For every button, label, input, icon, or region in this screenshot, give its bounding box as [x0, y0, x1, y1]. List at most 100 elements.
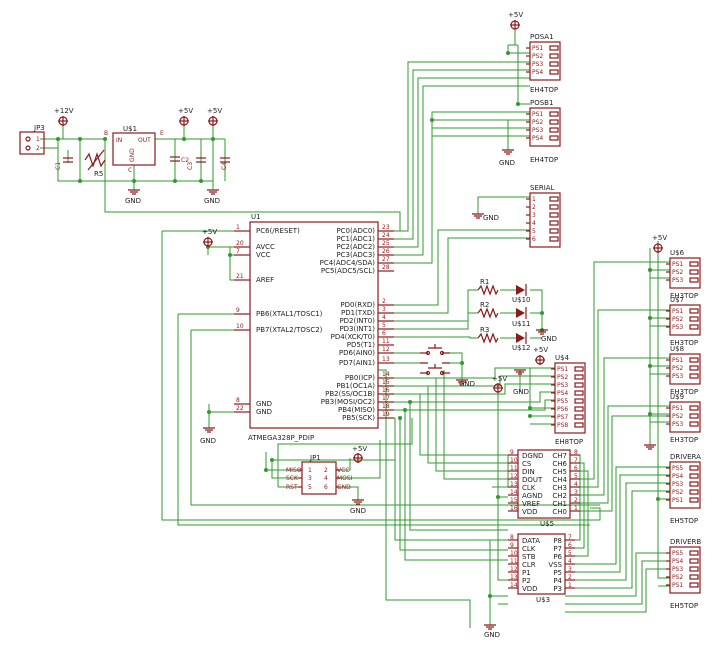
header-pin-label: PS4 [672, 473, 683, 480]
header-name: DRIVERA [670, 453, 701, 461]
svg-text:+5V: +5V [492, 375, 507, 383]
u1-pin-number: 6 [382, 330, 386, 337]
svg-text:GND: GND [204, 197, 220, 205]
u1-pin-label: GND [256, 408, 272, 416]
header-value: EH5TOP [670, 602, 698, 610]
header-pin [689, 261, 699, 267]
u5-pin-number: 8 [574, 449, 578, 456]
header-pin-label: 4 [532, 220, 536, 227]
header-value: EH3TOP [670, 292, 698, 300]
u5-pin-label: DIN [522, 468, 535, 476]
header-pin [689, 473, 699, 479]
u3-pin-number: 7 [568, 534, 572, 541]
u5-pin-label: CH5 [552, 468, 567, 476]
supply-5v-cap: +5V [207, 107, 222, 126]
header-pin [689, 365, 699, 371]
u3-pin-number: 5 [568, 550, 572, 557]
svg-text:C1: C1 [55, 162, 62, 170]
header-body [669, 546, 701, 594]
u5-pin-number: 6 [574, 465, 578, 472]
u1-pin-label: PC1(ADC1) [336, 235, 375, 243]
svg-text:GND: GND [200, 437, 216, 445]
jp1-pin-number: 1 [308, 467, 312, 474]
header-pin [689, 269, 699, 275]
header-pin-label: PS5 [557, 398, 568, 405]
header-body [554, 362, 586, 434]
svg-text:GND: GND [484, 631, 500, 639]
jp1-pin-number: 5 [308, 484, 312, 491]
u5-pin-label: CH3 [552, 484, 567, 492]
header-pin-label: PS6 [557, 406, 568, 413]
u3-pin-label: VDD [522, 585, 538, 593]
u1-pin-number: 10 [236, 323, 244, 330]
svg-text:GND: GND [459, 380, 475, 388]
header-pin-label: PS4 [557, 390, 568, 397]
header-pin [689, 405, 699, 411]
header-pin-label: PS3 [672, 277, 683, 284]
header-body [669, 353, 701, 385]
u1-pin-number: 23 [382, 224, 390, 231]
header-pin [549, 111, 559, 117]
u5-adc: U$5 DGND9CS10DIN11DOUT12CLK13AGND14VREF1… [508, 449, 580, 528]
svg-text:E: E [160, 130, 164, 137]
u5-pin-number: 12 [510, 473, 518, 480]
svg-text:U$10: U$10 [512, 296, 530, 304]
c4-capacitor: C4 [220, 157, 230, 170]
svg-text:GND: GND [125, 197, 141, 205]
header-value: EH4TOP [530, 86, 558, 94]
header-pin-label: PS2 [672, 489, 683, 496]
u3-pin-label: P2 [522, 577, 531, 585]
svg-text:2: 2 [36, 145, 40, 152]
header-body [669, 401, 701, 433]
jp1-pin-label: MISO [286, 467, 302, 474]
u1-pin-number: 3 [382, 306, 386, 313]
header-pin-label: PS4 [672, 558, 683, 565]
u3-pin-number: 12 [510, 566, 518, 573]
u3-pin-label: STB [522, 553, 536, 561]
header-pin-label: PS3 [672, 324, 683, 331]
header-pin [689, 277, 699, 283]
header-pin-label: PS1 [672, 405, 683, 412]
header-pin-label: PS3 [532, 127, 543, 134]
u1-pin-label: PB6(XTAL1/TOSC1) [256, 310, 323, 318]
header-pin [689, 465, 699, 471]
header-pin-label: 5 [532, 228, 536, 235]
u1-pin-label: PB3(MOSI/OC2) [321, 398, 375, 406]
u5-pin-label: CH2 [552, 492, 567, 500]
svg-text:+5V: +5V [178, 107, 193, 115]
header-pin [549, 228, 559, 234]
header-pin [689, 324, 699, 330]
header-pin-label: PS5 [672, 550, 683, 557]
u1-pin-number: 8 [236, 397, 240, 404]
u1-pin-label: AREF [256, 276, 274, 284]
u3-pin-number: 10 [510, 550, 518, 557]
header-pin [574, 422, 584, 428]
u5-pin-number: 3 [574, 489, 578, 496]
u3-pin-number: 4 [568, 558, 572, 565]
header-pin [574, 406, 584, 412]
header-pin [574, 366, 584, 372]
u3-pin-number: 8 [510, 534, 514, 541]
svg-text:GND: GND [483, 214, 499, 222]
header-name: U$4 [555, 354, 570, 362]
svg-text:OUT: OUT [138, 137, 151, 144]
header-value: EH3TOP [670, 339, 698, 347]
c2-capacitor: C2 [170, 156, 189, 164]
u1-pin-number: 17 [382, 395, 390, 402]
header-pin [689, 481, 699, 487]
u1-pin-label: PD3(INT1) [339, 325, 375, 333]
u3-pin-label: P5 [553, 569, 562, 577]
header-pin-label: PS8 [557, 422, 568, 429]
header-pin [689, 316, 699, 322]
header-pin-label: PS1 [672, 357, 683, 364]
svg-text:B: B [104, 130, 108, 137]
u5-pin-label: CH6 [552, 460, 567, 468]
u1-left-pins: PC6(/RESET)1AVCC20VCC7AREF21PB6(XTAL1/TO… [234, 224, 323, 416]
u1-pin-label: PD2(INT0) [339, 317, 375, 325]
header-pin [574, 374, 584, 380]
voltage-regulator: U$1 IN OUT GND B E C [104, 125, 164, 174]
u1-pin-number: 12 [382, 346, 390, 353]
u1-pin-number: 2 [382, 298, 386, 305]
